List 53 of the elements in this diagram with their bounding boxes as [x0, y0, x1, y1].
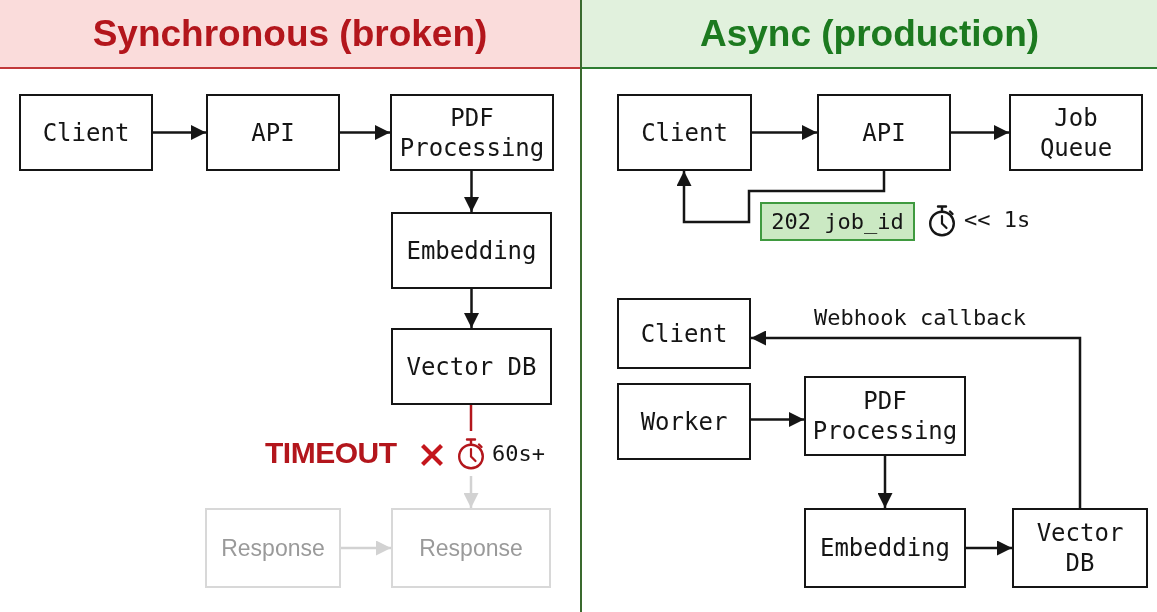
faded-box	[205, 508, 341, 588]
node-label: PDF Processing	[811, 386, 959, 446]
arrow	[676, 171, 886, 224]
header-band	[582, 0, 1157, 69]
arrow	[951, 125, 1009, 140]
arrow	[153, 125, 206, 140]
arrow	[751, 412, 804, 427]
faded-box	[391, 508, 551, 588]
node-label: Job Queue	[1038, 102, 1114, 163]
node-label: Client	[641, 117, 728, 148]
node-label: Vector DB	[1035, 518, 1125, 578]
timeout-label: TIMEOUT	[265, 436, 397, 470]
response-badge: 202 job_id	[760, 202, 915, 241]
node-label: API	[862, 117, 906, 148]
process-box	[391, 328, 552, 405]
panel-title: Synchronous (broken)	[92, 12, 488, 55]
stopwatch-icon	[457, 438, 485, 470]
arrow	[463, 476, 479, 508]
duration-label: 60s+	[492, 441, 545, 466]
process-box	[804, 508, 966, 588]
arrow	[752, 125, 817, 140]
node-label: Response	[419, 534, 523, 562]
connector-line	[469, 405, 473, 431]
process-box	[1009, 94, 1143, 171]
node-label: Vector DB	[406, 351, 537, 382]
process-box	[19, 94, 153, 171]
process-box	[617, 94, 752, 171]
node-label: Embedding	[406, 235, 537, 266]
process-box	[391, 212, 552, 289]
arrow	[464, 289, 479, 328]
process-box	[1012, 508, 1148, 588]
node-label: Response	[221, 534, 325, 562]
process-box	[390, 94, 554, 171]
process-box	[804, 376, 966, 456]
arrow	[877, 456, 893, 508]
arrow	[751, 330, 1082, 508]
node-label: API	[251, 117, 295, 148]
node-label: Embedding	[819, 533, 950, 563]
process-box	[817, 94, 951, 171]
arrow	[464, 171, 479, 212]
process-box	[206, 94, 340, 171]
node-label: Client	[640, 318, 728, 349]
panel-title: Async (production)	[699, 12, 1040, 55]
process-box	[617, 383, 751, 460]
process-box	[617, 298, 751, 369]
node-label: Client	[42, 117, 130, 148]
header-band	[0, 0, 580, 69]
arrow	[341, 540, 391, 556]
duration-label: << 1s	[964, 207, 1031, 232]
arrow	[340, 125, 390, 140]
arrow	[966, 540, 1012, 556]
node-label: PDF Processing	[398, 102, 546, 163]
node-label: Worker	[640, 406, 728, 437]
